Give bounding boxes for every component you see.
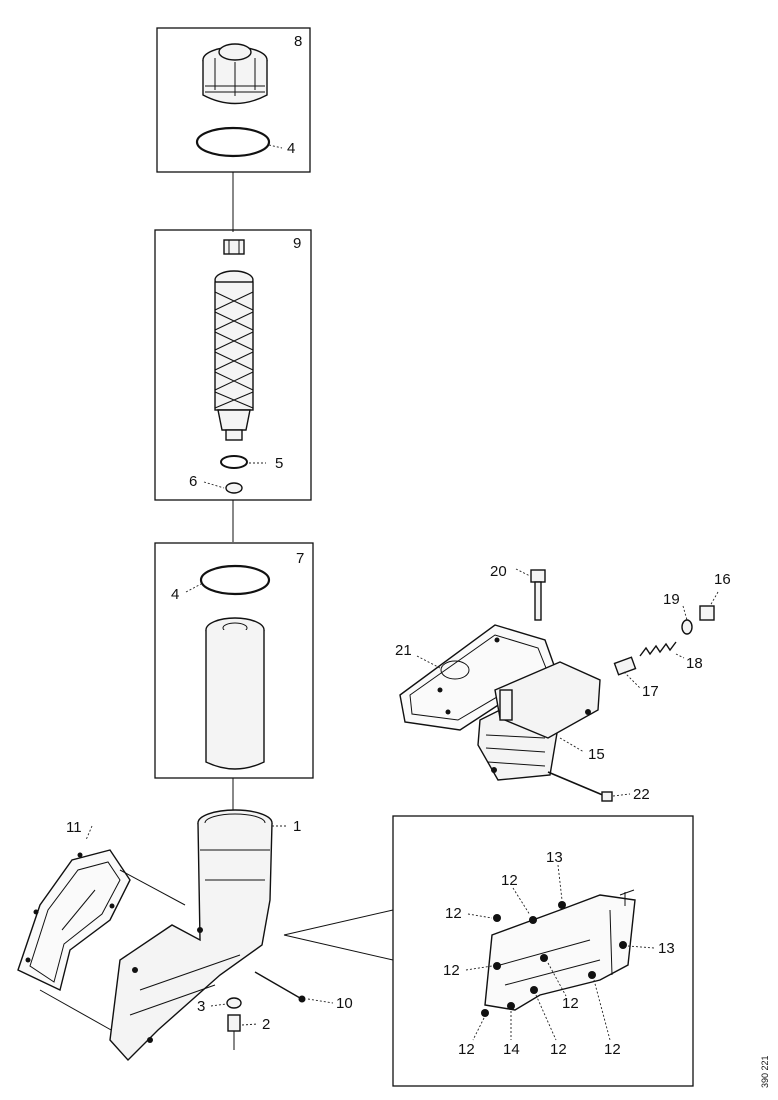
- leader-d12f: [535, 994, 557, 1041]
- callout-2: 2: [262, 1016, 270, 1033]
- leader-d12c: [465, 965, 493, 971]
- leader-10: [307, 998, 334, 1004]
- filter-cap: [202, 43, 268, 105]
- detail-callout-13b: 13: [658, 940, 675, 957]
- filter-nut: [223, 239, 245, 255]
- callout-1: 1: [293, 818, 301, 835]
- leader-3: [210, 1003, 227, 1007]
- frame-detail-inset: [392, 815, 694, 1087]
- leader-d13a: [557, 864, 563, 901]
- callout-11: 11: [66, 819, 82, 836]
- valve-17: [613, 656, 637, 676]
- detail-callout-14: 14: [503, 1041, 520, 1058]
- detail-callout-12c: 12: [443, 962, 460, 979]
- detail-pointer-lower: [283, 934, 394, 961]
- o-ring-insert: [199, 564, 271, 596]
- leader-16: [709, 591, 719, 607]
- detail-callout-12b: 12: [445, 905, 462, 922]
- leader-4a: [268, 144, 283, 149]
- leader-d12a: [512, 887, 531, 916]
- detail-callout-12d: 12: [562, 995, 579, 1012]
- frame-box-7: [154, 542, 314, 779]
- callout-18: 18: [686, 655, 703, 672]
- callout-6: 6: [189, 473, 197, 490]
- leader-4b: [185, 583, 202, 593]
- detail-pointer-upper: [283, 909, 394, 936]
- detail-callout-12a: 12: [501, 872, 518, 889]
- detail-callout-13a: 13: [546, 849, 563, 866]
- gasket-align-line-lower: [39, 989, 121, 1036]
- sensor-10: [254, 971, 306, 1003]
- leader-6: [203, 481, 225, 489]
- leader-d12e: [472, 1017, 485, 1041]
- seal-3: [226, 997, 242, 1009]
- figure-id: 390 221: [760, 1055, 770, 1088]
- leader-d12g: [593, 979, 611, 1041]
- spring-18: [639, 641, 677, 657]
- callout-8: 8: [294, 33, 302, 50]
- frame-box-8: [156, 27, 311, 173]
- frame-box-9: [154, 229, 312, 501]
- banjo-bolt-20: [530, 569, 546, 621]
- gasket-align-line-upper: [119, 869, 186, 906]
- housing-gasket-11: [17, 849, 131, 991]
- callout-3: 3: [197, 998, 205, 1015]
- leader-d12b: [467, 913, 493, 919]
- leader-20: [515, 568, 531, 577]
- bolt-22: [547, 771, 613, 802]
- washer-19: [681, 619, 693, 635]
- plug-16: [699, 605, 715, 621]
- detail-callout-12g: 12: [604, 1041, 621, 1058]
- leader-22: [612, 793, 631, 797]
- seal-6: [225, 482, 243, 494]
- leader-17: [623, 671, 641, 689]
- leader-2: [241, 1023, 259, 1026]
- callout-22: 22: [633, 786, 650, 803]
- callout-16: 16: [714, 571, 731, 588]
- callout-5: 5: [275, 455, 283, 472]
- filter-insert-cartridge: [205, 617, 265, 770]
- callout-21: 21: [395, 642, 412, 659]
- callout-19: 19: [663, 591, 680, 608]
- leader-21: [416, 655, 441, 669]
- drain-plug-2: [227, 1014, 241, 1050]
- detail-housing-outline: [484, 889, 636, 1011]
- filter-element-mesh: [214, 270, 254, 441]
- o-ring-cap: [195, 126, 271, 158]
- callout-4b: 4: [171, 586, 179, 603]
- callout-7: 7: [296, 550, 304, 567]
- filter-housing-1: [109, 809, 273, 1062]
- leader-11: [85, 825, 93, 841]
- leader-15: [559, 737, 585, 753]
- detail-callout-12f: 12: [550, 1041, 567, 1058]
- seal-ring-5: [220, 455, 248, 469]
- detail-bolt-points: [481, 901, 627, 1017]
- callout-9: 9: [293, 235, 301, 252]
- callout-17: 17: [642, 683, 659, 700]
- callout-4a: 4: [287, 140, 295, 157]
- detail-callout-12e: 12: [458, 1041, 475, 1058]
- callout-10: 10: [336, 995, 353, 1012]
- callout-20: 20: [490, 563, 507, 580]
- callout-15: 15: [588, 746, 605, 763]
- oil-cooler-15: [477, 661, 601, 781]
- leader-18: [675, 653, 685, 659]
- leader-19: [682, 605, 688, 621]
- leader-d13b: [627, 945, 655, 949]
